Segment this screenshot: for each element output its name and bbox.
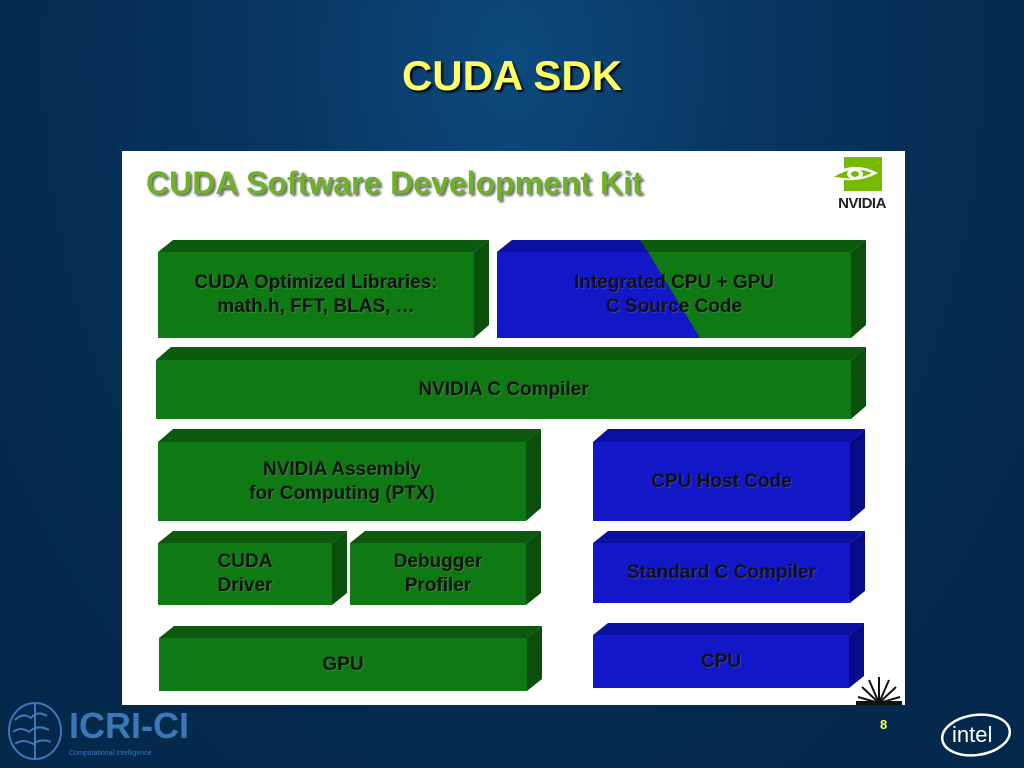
label-host-code: CPU Host Code: [651, 470, 792, 492]
block-libraries-top: [158, 240, 489, 252]
block-host-code-side: [850, 429, 865, 521]
label-gpu: GPU: [322, 653, 364, 675]
block-debugger-side: [526, 531, 541, 605]
block-integrated-front-blue: [497, 252, 700, 338]
block-cpu-side: [849, 623, 864, 688]
block-std-compiler-top: [593, 531, 865, 543]
label-libraries: CUDA Optimized Libraries:math.h, FFT, BL…: [194, 272, 438, 317]
slide-title: CUDA SDK: [401, 52, 623, 99]
block-driver-side: [332, 531, 347, 605]
block-assembly-front: [158, 442, 526, 521]
block-gpu-top: [159, 626, 542, 638]
svg-text:ICRI-CI: ICRI-CI: [69, 705, 189, 746]
block-assembly: [158, 429, 541, 521]
label-std-compiler: Standard C Compiler: [627, 562, 816, 583]
sdk-stack-diagram: [156, 240, 866, 691]
diagram-panel: CUDA Software Development Kit NVIDIA: [122, 151, 905, 705]
icri-ci-logo: ICRI-CI Computational Intelligence: [8, 702, 189, 760]
block-assembly-side: [526, 429, 541, 521]
block-gpu-side: [527, 626, 542, 691]
block-std-compiler-side: [850, 531, 865, 603]
block-std-compiler-front: [593, 543, 850, 603]
block-integrated: [497, 240, 866, 338]
sunburst-emblem-icon: [856, 677, 902, 705]
page-number: 8: [880, 717, 888, 732]
block-integrated-top-blue: [497, 240, 648, 252]
block-assembly-top: [158, 429, 541, 442]
block-host-code-top: [593, 429, 865, 442]
block-cpu-top: [593, 623, 864, 635]
block-debugger-top: [350, 531, 541, 543]
block-compiler-front: [156, 360, 851, 419]
block-host-code: [593, 429, 865, 521]
svg-text:intel: intel: [952, 722, 992, 747]
block-libraries: [158, 240, 489, 338]
nvidia-eye-icon: [828, 157, 882, 191]
block-debugger-front: [350, 543, 526, 605]
label-compiler: NVIDIA C Compiler: [418, 378, 589, 400]
block-driver-front: [158, 543, 332, 605]
intel-logo: intel: [940, 713, 1012, 757]
block-compiler-side: [851, 347, 866, 419]
block-driver: [158, 531, 347, 605]
block-libraries-side: [474, 240, 489, 338]
block-cpu: [593, 623, 864, 688]
block-gpu: [159, 626, 542, 691]
block-compiler-top: [156, 347, 866, 360]
block-compiler: [156, 347, 866, 419]
block-host-code-front: [593, 442, 850, 521]
label-cpu: CPU: [700, 650, 742, 672]
block-integrated-side: [851, 240, 866, 338]
block-cpu-front: [593, 635, 849, 688]
nvidia-logo-word: NVIDIA: [838, 195, 886, 212]
panel-title: CUDA Software Development Kit: [146, 165, 643, 201]
block-gpu-front: [159, 638, 527, 691]
block-debugger: [350, 531, 541, 605]
block-driver-top: [158, 531, 347, 543]
block-std-compiler: [593, 531, 865, 603]
block-libraries-front: [158, 252, 474, 338]
svg-text:Computational Intelligence: Computational Intelligence: [69, 750, 152, 757]
